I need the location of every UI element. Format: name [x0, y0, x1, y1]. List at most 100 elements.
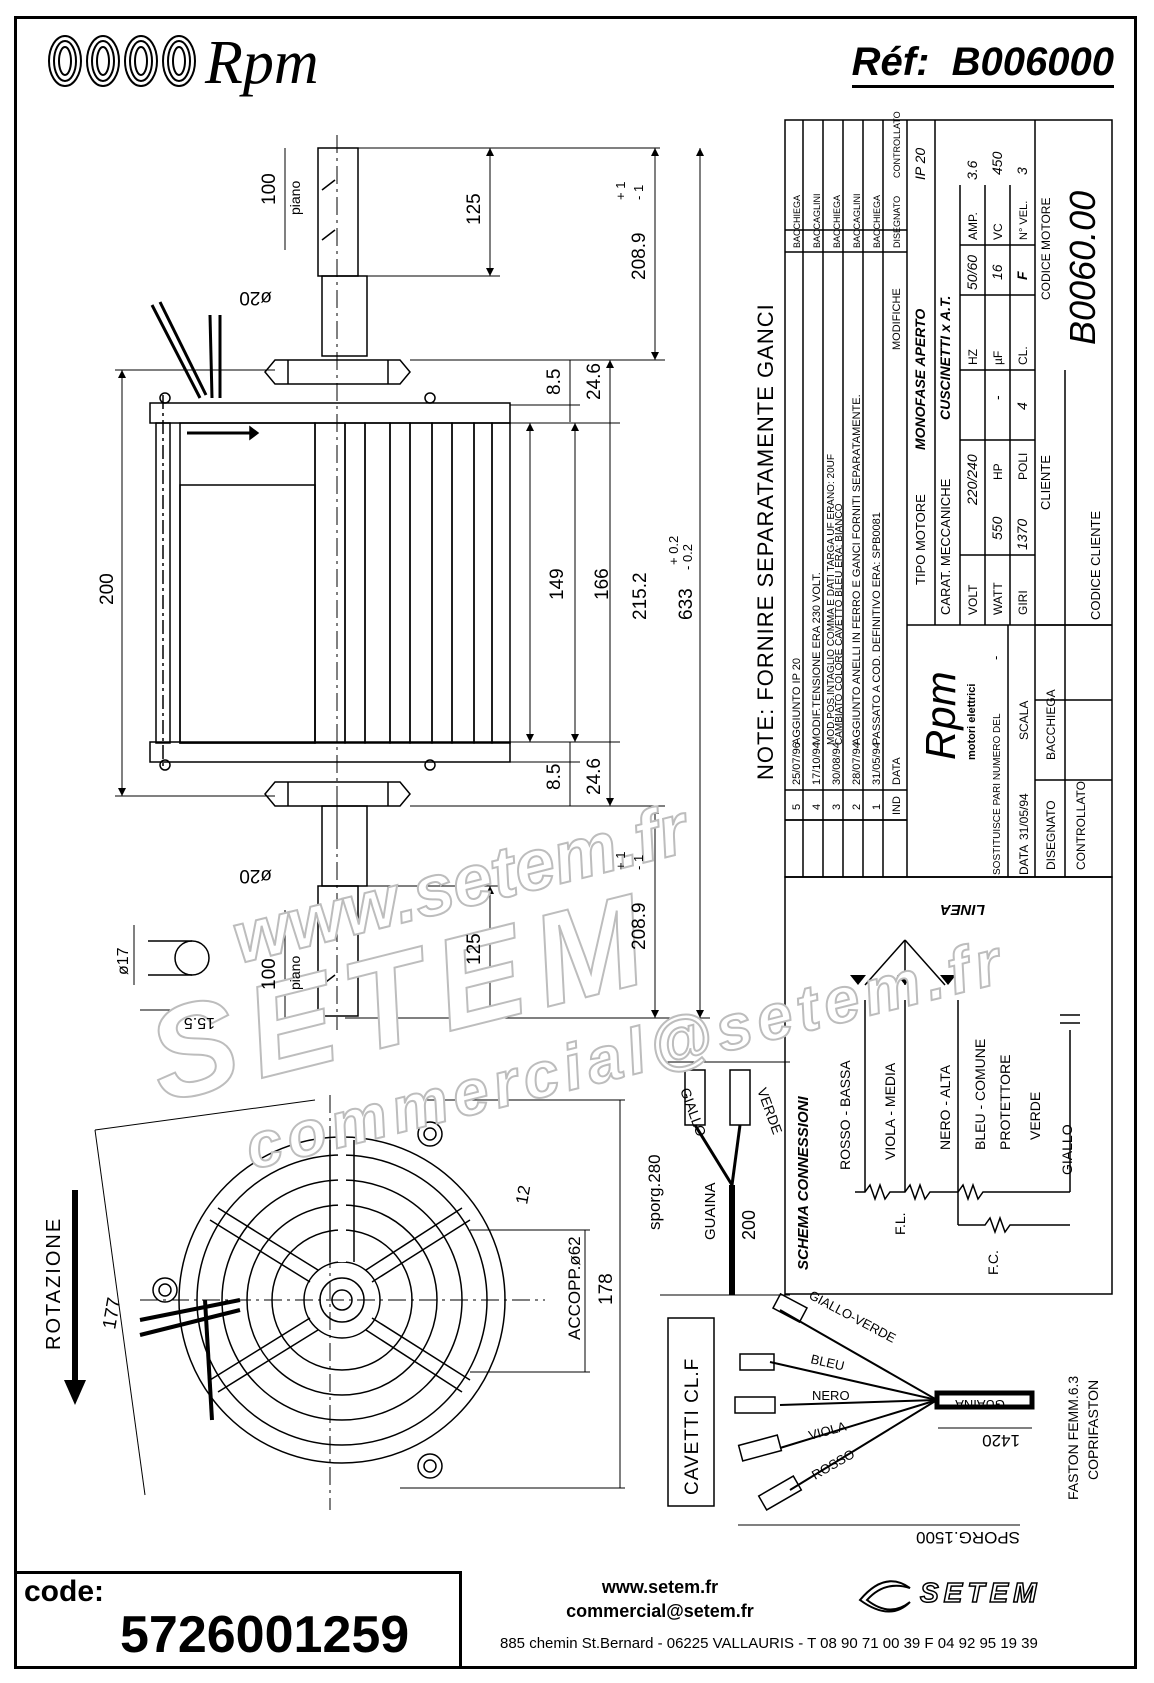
- setem-swoosh-icon: [858, 1580, 911, 1613]
- mod-3-text: MOD.POS.INTAGLIO COMMA E DATI TARGA UF E…: [826, 454, 837, 745]
- mod-1-drawn: BACCHIEGA: [872, 195, 882, 248]
- title-block: [784, 119, 1113, 878]
- spec-vc-value: 450: [989, 151, 1005, 175]
- code-value: 5726001259: [120, 1606, 410, 1664]
- shaft-key-section: [133, 925, 225, 1011]
- title-block-brand-sub: motori elettrici: [966, 684, 978, 760]
- dim-633: 633: [676, 588, 697, 620]
- mod-4-date: 17/10/94: [811, 742, 823, 785]
- spec-codice-motore-label: CODICE MOTORE: [1039, 198, 1053, 300]
- spec-watt-value: 550: [989, 516, 1005, 540]
- tol-633-minus: - 0.2: [680, 544, 695, 570]
- setem-logo: SETEM: [919, 1576, 1042, 1609]
- mod-3-text2: CAMBIATO COLORE CAVETTO BLEU ERA: BIANCO: [834, 503, 845, 745]
- mod-1-text: PASSATO A COD. DEFINITIVO ERA: SPB0081: [871, 512, 883, 745]
- spec-data-value: 31/05/94: [1017, 793, 1031, 840]
- spec-watt-label: WATT: [991, 582, 1005, 615]
- spec-sostituisce-value: -: [988, 656, 1003, 660]
- mod-3-drawn: BACCHIEGA: [832, 195, 842, 248]
- dim-215-2: 215.2: [630, 572, 651, 620]
- wire-label-rosso: ROSSO: [809, 1446, 857, 1482]
- label-cavetti: CAVETTI CL.F: [682, 1358, 703, 1495]
- cavetti-box: [667, 1317, 715, 1507]
- schema-fl: F.L.: [892, 1212, 908, 1235]
- rpm-coil-logo: [48, 35, 196, 87]
- dim-125-bottom: 125: [464, 933, 485, 965]
- motor-end-view: [94, 1095, 625, 1510]
- dim-125-top: 125: [464, 193, 485, 225]
- drawing-frame: [14, 16, 1137, 1669]
- mod-5-ind: 5: [791, 804, 803, 810]
- spec-nvel-label: N° VEL.: [1018, 201, 1030, 240]
- schema-label-protettore: PROTETTORE: [997, 1055, 1013, 1150]
- schema-label-viola: VIOLA - MEDIA: [882, 1062, 898, 1160]
- website-link[interactable]: www.setem.fr: [601, 1577, 719, 1597]
- mod-header-text: MODIFICHE: [891, 288, 903, 350]
- wire-harness: [734, 1292, 1035, 1526]
- spec-vc-label: VC: [991, 223, 1005, 240]
- tol-bottom-plus: + 1: [613, 852, 628, 870]
- mod-header-checked: CONTROLLATO: [892, 111, 902, 178]
- footer-address: 885 chemin St.Bernard - 06225 VALLAURIS …: [500, 1635, 1038, 1652]
- spec-cl-label: CL.: [1016, 346, 1030, 365]
- dim-accopp-62: ACCOPP.ø62: [565, 1236, 584, 1340]
- mod-1-ind: 1: [871, 804, 883, 810]
- mod-2-date: 28/07/94: [851, 742, 863, 785]
- wire-label-bleu: BLEU: [809, 1351, 845, 1373]
- spec-data-label: DATA: [1017, 845, 1031, 875]
- mod-5-drawn: BACCHIEGA: [792, 195, 802, 248]
- spec-disegnato-label: DISEGNATO: [1044, 800, 1058, 870]
- wire-label-nero: NERO: [812, 1388, 850, 1403]
- dim-8-5-bottom: 8.5: [544, 764, 565, 790]
- bottom-end-plate: [149, 741, 511, 763]
- dim-8-5-top: 8.5: [544, 369, 565, 395]
- schema-fc: F.C.: [985, 1250, 1001, 1275]
- mod-1-date: 31/05/94: [871, 742, 883, 785]
- dim-15-5: 15.5: [184, 1014, 215, 1031]
- label-coprifaston: COPRIFASTON: [1085, 1380, 1101, 1480]
- spec-controllato-label: CONTROLLATO: [1074, 781, 1088, 870]
- dim-200-height: 200: [97, 573, 118, 605]
- code-label: code:: [24, 1575, 105, 1608]
- mod-header-ind: IND: [891, 796, 903, 815]
- dim-208-bottom: 208.9: [629, 902, 650, 950]
- wire-label-giallo-verde: GIALLO-VERDE: [807, 1287, 899, 1346]
- side-cable: [660, 1061, 790, 1296]
- dim-24-6-top: 24.6: [584, 363, 605, 400]
- spec-poli-label: POLI: [1016, 453, 1030, 480]
- top-end-plate: [149, 402, 511, 424]
- dim-100-top: 100: [259, 173, 280, 205]
- mod-header-date: DATA: [891, 757, 903, 785]
- tol-top-plus: + 1: [613, 182, 628, 200]
- schema-wiring: [850, 939, 1080, 1235]
- mod-3-ind: 3: [831, 804, 843, 810]
- mod-3-date: 30/08/94: [831, 742, 843, 785]
- contact-block: www.setem.fr commercial@setem.fr: [560, 1575, 760, 1623]
- mod-5-text: AGGIUNTO IP 20: [791, 658, 803, 745]
- schema-label-bleu: BLEU - COMUNE: [972, 1039, 988, 1150]
- leads-bundle: [150, 301, 222, 399]
- dim-1420: 1420: [982, 1431, 1020, 1450]
- tol-633-plus: + 0.2: [666, 536, 681, 565]
- spec-codice-motore: B0060.00: [1062, 191, 1103, 345]
- spec-giri-label: GIRI: [1016, 590, 1030, 615]
- schema-label-nero: NERO - ALTA: [937, 1064, 953, 1150]
- mod-4-text: MODIF.TENSIONE ERA 230 VOLT.: [811, 572, 823, 745]
- dim-phi17: ø17: [115, 947, 132, 975]
- mod-2-text: AGGIUNTO ANELLI IN FERRO E GANCI FORNITI…: [851, 394, 863, 745]
- dim-200-cable: 200: [739, 1210, 759, 1240]
- spec-carat-label: CARAT. MECCANICHE: [938, 478, 953, 615]
- title-block-brand: Rpm: [917, 671, 964, 760]
- schema-label-giallo: GIALLO: [1059, 1124, 1075, 1175]
- dim-24-6-bottom: 24.6: [584, 758, 605, 795]
- label-verde-side: VERDE: [754, 1086, 786, 1137]
- spec-amp-value: 3.6: [964, 160, 980, 180]
- spec-poli-value: 4: [1014, 402, 1030, 410]
- schema-linea: LINEA: [940, 901, 985, 918]
- label-piano-bottom: piano: [287, 956, 303, 990]
- tol-bottom-minus: - 1: [631, 855, 646, 870]
- email-link[interactable]: commercial@setem.fr: [566, 1601, 754, 1621]
- label-faston: FASTON FEMM.6.3: [1065, 1376, 1081, 1500]
- dim-100-bottom: 100: [259, 958, 280, 990]
